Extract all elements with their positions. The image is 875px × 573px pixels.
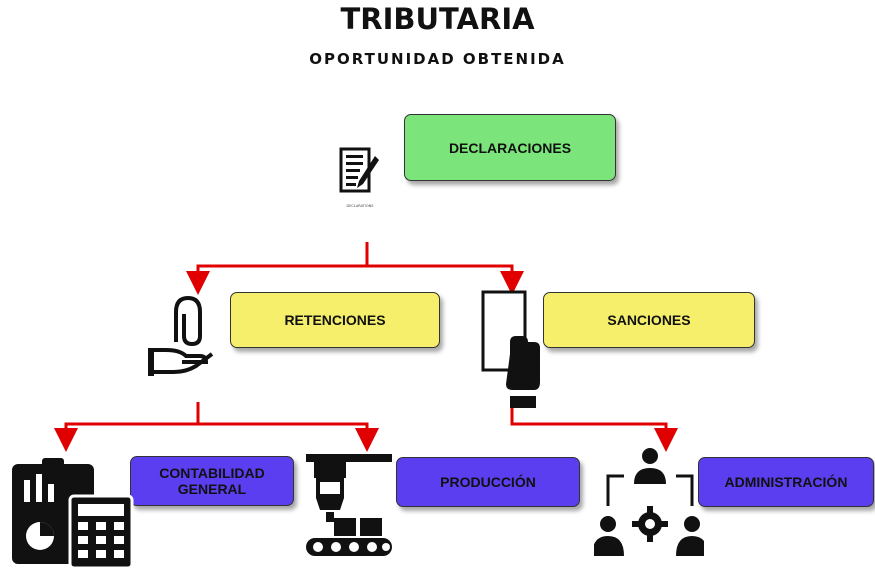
declaraciones-icon-caption: DECLARATIONS (346, 204, 374, 208)
connector-declaraciones-right (367, 264, 524, 295)
declaraciones-label: DECLARACIONES (448, 139, 572, 156)
contabilidad-box: CONTABILIDAD GENERAL (130, 456, 294, 506)
sanciones-label: SANCIONES (607, 312, 691, 328)
document-pen-icon (339, 147, 379, 193)
connector-declaraciones (186, 242, 369, 295)
clipboard-calculator-icon (12, 458, 134, 570)
hand-paperclip-icon (148, 295, 214, 376)
conveyor-robot-icon (306, 454, 392, 556)
connector-sanciones (510, 408, 678, 452)
produccion-label: PRODUCCIÓN (440, 474, 536, 490)
administracion-box: ADMINISTRACIÓN (698, 457, 874, 507)
team-gear-icon (594, 448, 704, 556)
retenciones-label: RETENCIONES (284, 312, 386, 328)
declaraciones-box: DECLARACIONES (404, 114, 616, 181)
contabilidad-label-line2: GENERAL (177, 481, 247, 497)
hand-card-icon (481, 290, 540, 408)
administracion-label: ADMINISTRACIÓN (724, 474, 848, 490)
sanciones-box: SANCIONES (543, 292, 755, 348)
produccion-box: PRODUCCIÓN (396, 457, 580, 507)
page-subtitle: OPORTUNIDAD OBTENIDA (309, 50, 566, 68)
page-title: TRIBUTARIA (340, 2, 535, 36)
connector-retenciones-right (198, 422, 379, 452)
connector-retenciones (54, 402, 200, 452)
retenciones-box: RETENCIONES (230, 292, 440, 348)
contabilidad-label-line1: CONTABILIDAD (159, 465, 265, 481)
